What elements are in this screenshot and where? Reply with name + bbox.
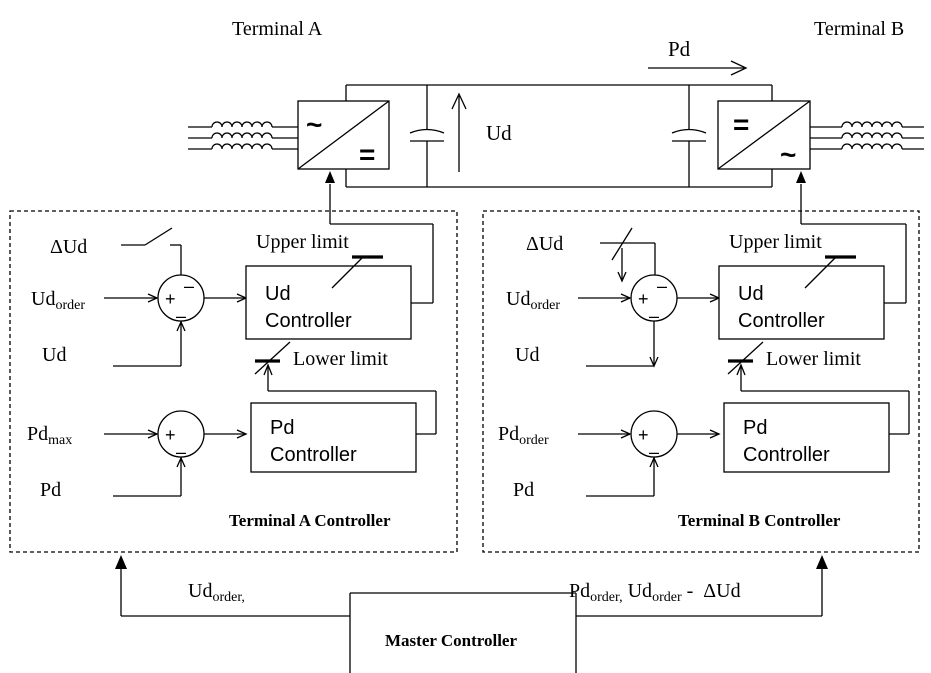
master-controller-box [349,592,577,673]
sum-minus-bottom-b1: – [649,306,659,326]
ud-order-arrow-a [104,293,159,303]
ud-feedback-label-a: Ud [42,344,66,366]
capacitor-a [409,85,445,187]
terminal-a-controller-box [9,210,458,553]
master-controller-label: Master Controller [385,631,517,650]
converter-a-ac-symbol: ~ [306,109,322,140]
master-link-b [576,555,828,617]
ud-feedback-arrow-a [113,320,186,367]
power-flow-label: Pd [668,37,691,61]
power-flow-arrow [648,60,748,76]
ud-controller-output-b [800,211,907,304]
ud-order-label-a: Udorder [31,288,85,313]
upper-limit-label-a: Upper limit [256,231,349,253]
sum-plus-a1: + [165,289,176,309]
ud-feedback-arrow-b [586,321,659,368]
pd-feedback-label-b: Pd [513,479,534,501]
capacitor-b [671,85,707,187]
ac-reactors-b [810,121,924,150]
pd-feedback-arrow-b [586,456,659,497]
firing-signal-a [325,171,335,211]
terminal-b-controller-caption: Terminal B Controller [678,511,841,530]
sum-minus-bottom-a1: – [176,306,186,326]
terminal-b-controller-box [482,210,920,553]
pd-max-arrow-a [104,429,159,439]
lower-limit-label-b: Lower limit [766,348,861,370]
pd-max-label-a: Pdmax [27,423,72,448]
pd-error-arrow-b [677,429,721,439]
ud-controller-a [245,265,412,340]
lower-limit-symbol-a [254,341,291,375]
ud-error-arrow-a [204,293,248,303]
sum-minus-bottom-a2: – [176,442,186,462]
ac-reactors-a [188,121,298,150]
converter-b: = ~ [717,100,811,170]
pd-controller-b [723,402,890,473]
pd-controller-output-a [263,363,437,435]
ud-controller-a-line2: Controller [265,310,352,332]
master-to-a-label: Udorder, [188,580,245,605]
pd-controller-a-line2: Controller [270,444,357,466]
pd-controller-a [250,402,417,473]
sum-minus-top-a1: – [184,276,194,296]
sum-minus-bottom-b2: – [649,442,659,462]
pd-order-label-b: Pdorder [498,423,549,448]
ud-controller-b-line2: Controller [738,310,825,332]
sum-plus-a2: + [165,425,176,445]
converter-b-dc-symbol: = [733,109,749,140]
terminal-a-label: Terminal A [232,18,323,40]
converter-a-dc-symbol: = [359,139,375,170]
upper-limit-symbol-b [804,255,856,289]
pd-error-arrow-a [204,429,248,439]
pd-feedback-arrow-a [113,456,186,497]
ud-controller-a-line1: Ud [265,283,291,305]
terminal-b-label: Terminal B [814,18,904,40]
upper-limit-symbol-a [331,255,383,289]
pd-feedback-label-a: Pd [40,479,61,501]
sum-plus-b1: + [638,289,649,309]
ud-controller-b [718,265,885,340]
master-link-a [115,555,350,617]
pd-controller-b-line1: Pd [743,417,767,439]
dc-link [345,84,773,188]
converter-b-ac-symbol: ~ [780,139,796,170]
upper-limit-label-b: Upper limit [729,231,822,253]
ud-order-arrow-b [578,293,632,303]
dc-voltage-label: Ud [486,121,512,145]
delta-ud-label-a: ΔUd [50,236,87,258]
ud-feedback-label-b: Ud [515,344,539,366]
pd-controller-output-b [736,363,910,435]
ud-controller-output-a [329,211,434,304]
ud-controller-b-line1: Ud [738,283,764,305]
firing-signal-b [796,171,806,211]
sum-minus-top-b1: – [657,276,667,296]
delta-ud-switch-b [600,227,660,286]
converter-a: ~ = [297,100,390,170]
terminal-a-controller-caption: Terminal A Controller [229,511,391,530]
pd-controller-b-line2: Controller [743,444,830,466]
ud-order-label-b: Udorder [506,288,560,313]
lower-limit-symbol-b [727,341,764,375]
pd-controller-a-line1: Pd [270,417,294,439]
lower-limit-label-a: Lower limit [293,348,388,370]
sum-plus-b2: + [638,425,649,445]
dc-voltage-arrow [451,92,467,172]
ud-error-arrow-b [677,293,721,303]
master-to-b-label: Pdorder, Udorder - ΔUd [569,580,741,605]
pd-order-arrow-b [578,429,632,439]
delta-ud-label-b: ΔUd [526,233,563,255]
